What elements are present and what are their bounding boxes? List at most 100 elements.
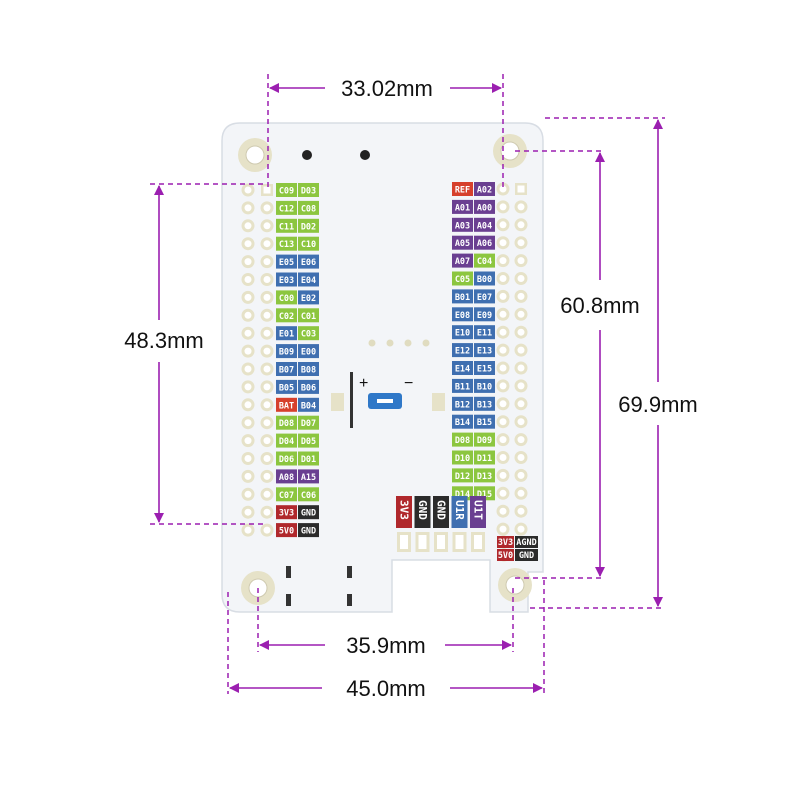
pin-label-bg (474, 378, 495, 393)
pin-hole (499, 346, 507, 354)
pin-hole (517, 436, 525, 444)
pin-label-bg (298, 290, 319, 305)
pin-label-bg (298, 433, 319, 448)
pin-label-bg (474, 271, 495, 286)
pin-hole (499, 221, 507, 229)
pin-hole (263, 347, 271, 355)
pin-label: 5V0 (498, 551, 513, 561)
header-pad-inner (474, 535, 482, 549)
header-label: U1T (472, 500, 485, 520)
battery-plus-label: + (359, 375, 368, 392)
pin-label-bg (276, 290, 297, 305)
pin-label: E01 (279, 330, 294, 340)
pin-label: A15 (301, 473, 316, 483)
pin-label: B10 (477, 382, 492, 392)
pin-label: D14 (455, 490, 470, 500)
pin-label-bg (276, 362, 297, 376)
pin-label-bg (276, 487, 297, 502)
header-label: 3V3 (398, 500, 411, 520)
pin-hole (244, 472, 252, 480)
pin-label: E07 (477, 293, 492, 303)
pin-label-bg (474, 343, 495, 358)
pin-label: E12 (455, 347, 470, 357)
pin-label-bg (298, 362, 319, 376)
pin-label: B04 (301, 401, 316, 411)
pin-label: B09 (279, 348, 294, 358)
pin-label-bg (298, 469, 319, 484)
pin-label: C01 (301, 312, 316, 322)
pin-hole (499, 257, 507, 265)
pin-label: A02 (477, 186, 492, 196)
pin-label: B05 (279, 383, 294, 393)
header-pad-inner (455, 535, 464, 549)
pin-hole (499, 489, 507, 497)
smd-component (347, 594, 352, 606)
pin-label: E15 (477, 365, 492, 375)
battery-minus-label: − (404, 375, 413, 392)
pin-hole (244, 526, 252, 534)
pin-label: D03 (301, 187, 316, 197)
battery-connector: + − (331, 372, 445, 428)
pin-hole (517, 507, 525, 515)
pin-label: D08 (279, 419, 294, 429)
pin-label: E02 (301, 294, 316, 304)
header-label: U1R (453, 500, 466, 520)
pin-hole (499, 275, 507, 282)
dim-right-outer-height-label: 69.9mm (618, 392, 697, 417)
pin-hole (499, 382, 507, 390)
pin-label-bg (474, 235, 495, 250)
pin-label: E14 (455, 365, 470, 375)
pin-label: C07 (279, 491, 294, 501)
pin-label-bg (298, 487, 319, 502)
pin-label-bg (276, 451, 297, 466)
dim-bottom-outer-width-label: 45.0mm (346, 676, 425, 701)
pin-hole (499, 239, 507, 247)
pin-label: C09 (279, 187, 294, 197)
smd-component (347, 566, 352, 578)
pin-hole (244, 490, 252, 498)
pin-label-bg (298, 397, 319, 412)
pin-label: D08 (455, 436, 470, 446)
pin-hole (244, 329, 252, 337)
pin-label-bg (497, 536, 514, 548)
pin-hole (499, 525, 507, 533)
pin-hole (244, 204, 252, 212)
pin-hole (244, 455, 252, 462)
pin-hole (517, 382, 525, 390)
pin-label-bg (474, 199, 495, 214)
header-label: GND (416, 500, 429, 520)
pin-hole (499, 418, 507, 426)
pin-label-bg (474, 217, 495, 232)
pin-label: C00 (279, 294, 294, 304)
pin-label-bg (474, 468, 495, 483)
pin-label-bg (452, 396, 473, 411)
pin-label: D04 (279, 437, 294, 447)
header-pad-inner (418, 535, 427, 549)
pin-label-bg (298, 200, 319, 215)
pin-label: C05 (455, 275, 470, 285)
pin-label: C06 (301, 491, 316, 501)
pin-label-bg (474, 361, 495, 375)
dimension-annotations: 33.02mm 48.3mm 60.8mm 69.9mm 35.9mm 45.0… (124, 74, 698, 701)
pin-hole (517, 292, 525, 300)
pin-label-bg (452, 271, 473, 286)
pin-label: B13 (477, 400, 492, 410)
pin-hole (244, 311, 252, 319)
pin-label-bg (276, 344, 297, 359)
pin-label: B11 (455, 382, 470, 392)
pin-hole (244, 419, 252, 427)
pin-label: C03 (301, 330, 316, 340)
pin-label: B00 (477, 275, 492, 285)
pin-label-bg (452, 199, 473, 214)
pin-label-bg (276, 326, 297, 341)
pin-hole (517, 185, 525, 193)
pin-hole (263, 293, 271, 301)
pin-label: C12 (279, 204, 294, 214)
pin-label: D05 (301, 437, 316, 447)
pin-label-bg (298, 272, 319, 287)
pin-hole (517, 221, 525, 229)
pin-label: D06 (279, 455, 294, 465)
